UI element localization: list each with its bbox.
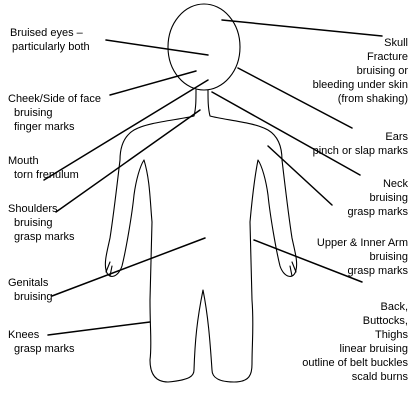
label-upper-arm-title: Upper & Inner Arm — [317, 236, 408, 250]
label-skull-detail-1: Fracture — [313, 50, 408, 64]
label-back-detail-3: linear bruising — [302, 342, 408, 356]
label-skull-detail-4: (from shaking) — [313, 92, 408, 106]
label-upper-arm-detail-2: grasp marks — [317, 264, 408, 278]
label-cheek-title: Cheek/Side of face — [8, 92, 101, 106]
label-shoulders-detail-2: grasp marks — [8, 230, 75, 244]
leader-bruised-eyes — [106, 40, 208, 55]
leader-genitals — [52, 238, 205, 296]
label-mouth: Mouth torn frenulum — [8, 154, 79, 182]
label-bruised-eyes-detail: particularly both — [10, 40, 90, 54]
label-genitals-title: Genitals — [8, 276, 53, 290]
label-bruised-eyes-title: Bruised eyes – — [10, 26, 90, 40]
label-back-detail-1: Buttocks, — [302, 314, 408, 328]
label-back: Back, Buttocks, Thighs linear bruising o… — [302, 300, 408, 384]
label-mouth-title: Mouth — [8, 154, 79, 168]
label-ears-title: Ears — [313, 130, 408, 144]
label-neck-detail-1: bruising — [347, 191, 408, 205]
label-cheek: Cheek/Side of face bruising finger marks — [8, 92, 101, 134]
label-skull-title: Skull — [313, 36, 408, 50]
label-mouth-detail: torn frenulum — [8, 168, 79, 182]
label-skull: Skull Fracture bruising or bleeding unde… — [313, 36, 408, 106]
label-upper-arm: Upper & Inner Arm bruising grasp marks — [317, 236, 408, 278]
label-bruised-eyes: Bruised eyes – particularly both — [10, 26, 90, 54]
label-shoulders-title: Shoulders — [8, 202, 75, 216]
label-knees-title: Knees — [8, 328, 75, 342]
label-genitals: Genitals bruising — [8, 276, 53, 304]
label-neck-detail-2: grasp marks — [347, 205, 408, 219]
label-neck-title: Neck — [347, 177, 408, 191]
label-genitals-detail: bruising — [8, 290, 53, 304]
label-ears-detail: pinch or slap marks — [313, 144, 408, 158]
label-back-detail-5: scald burns — [302, 370, 408, 384]
label-skull-detail-3: bleeding under skin — [313, 78, 408, 92]
label-back-detail-4: outline of belt buckles — [302, 356, 408, 370]
label-skull-detail-2: bruising or — [313, 64, 408, 78]
head-outline — [168, 4, 240, 90]
label-knees-detail: grasp marks — [8, 342, 75, 356]
label-back-detail-2: Thighs — [302, 328, 408, 342]
body-outline — [105, 90, 296, 382]
label-cheek-detail-2: finger marks — [8, 120, 101, 134]
label-cheek-detail-1: bruising — [8, 106, 101, 120]
label-shoulders-detail-1: bruising — [8, 216, 75, 230]
leader-cheek — [110, 71, 196, 95]
label-ears: Ears pinch or slap marks — [313, 130, 408, 158]
label-neck: Neck bruising grasp marks — [347, 177, 408, 219]
label-knees: Knees grasp marks — [8, 328, 75, 356]
leader-skull — [222, 20, 382, 36]
label-back-title: Back, — [302, 300, 408, 314]
label-upper-arm-detail-1: bruising — [317, 250, 408, 264]
label-shoulders: Shoulders bruising grasp marks — [8, 202, 75, 244]
